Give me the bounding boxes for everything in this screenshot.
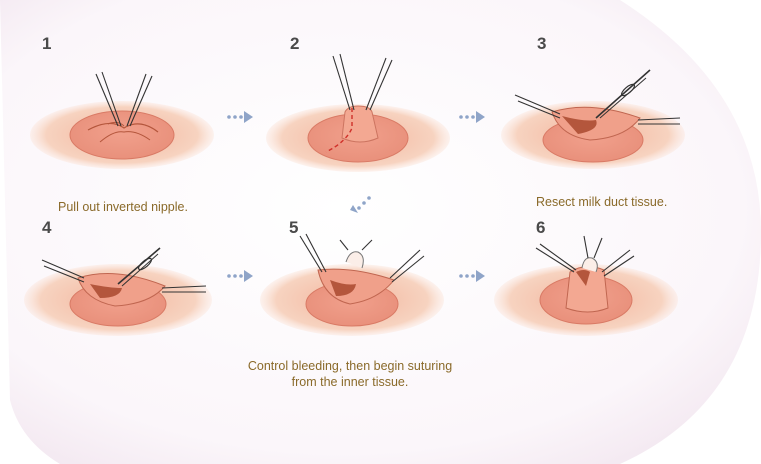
forceps-icon (41, 259, 207, 293)
forceps-icon (514, 94, 681, 125)
caption-step5-line2: from the inner tissue. (291, 375, 409, 389)
caption-step1: Pull out inverted nipple. (58, 200, 188, 214)
step-number-6: 6 (536, 218, 546, 237)
scissors-icon (117, 247, 161, 287)
step-number-5: 5 (289, 218, 299, 237)
forceps-icon (332, 53, 393, 111)
step-number-3: 3 (537, 34, 547, 53)
step4-illustration (24, 247, 212, 336)
caption-step3: Resect milk duct tissue. (536, 195, 668, 209)
forceps-icon (95, 71, 153, 127)
dotted-right-arrow-icon (459, 111, 485, 123)
dotted-right-arrow-icon (227, 111, 253, 123)
step3-illustration (501, 69, 685, 169)
step-number-1: 1 (42, 34, 52, 53)
forceps-icon (535, 235, 635, 277)
step6-illustration (494, 235, 678, 336)
step-number-4: 4 (42, 218, 52, 237)
step1-illustration (30, 71, 214, 169)
dotted-diagonal-arrow-icon (350, 196, 371, 213)
scissors-icon (595, 69, 651, 119)
forceps-icon (299, 233, 425, 283)
step2-illustration (266, 53, 450, 172)
areola (69, 110, 175, 160)
step5-illustration (260, 233, 444, 336)
dotted-right-arrow-icon (459, 270, 485, 282)
incision-line (325, 108, 353, 153)
caption-step5: Control bleeding, then begin suturing fr… (220, 358, 480, 390)
dotted-right-arrow-icon (227, 270, 253, 282)
step-number-2: 2 (290, 34, 300, 53)
caption-step5-line1: Control bleeding, then begin suturing (247, 359, 453, 373)
